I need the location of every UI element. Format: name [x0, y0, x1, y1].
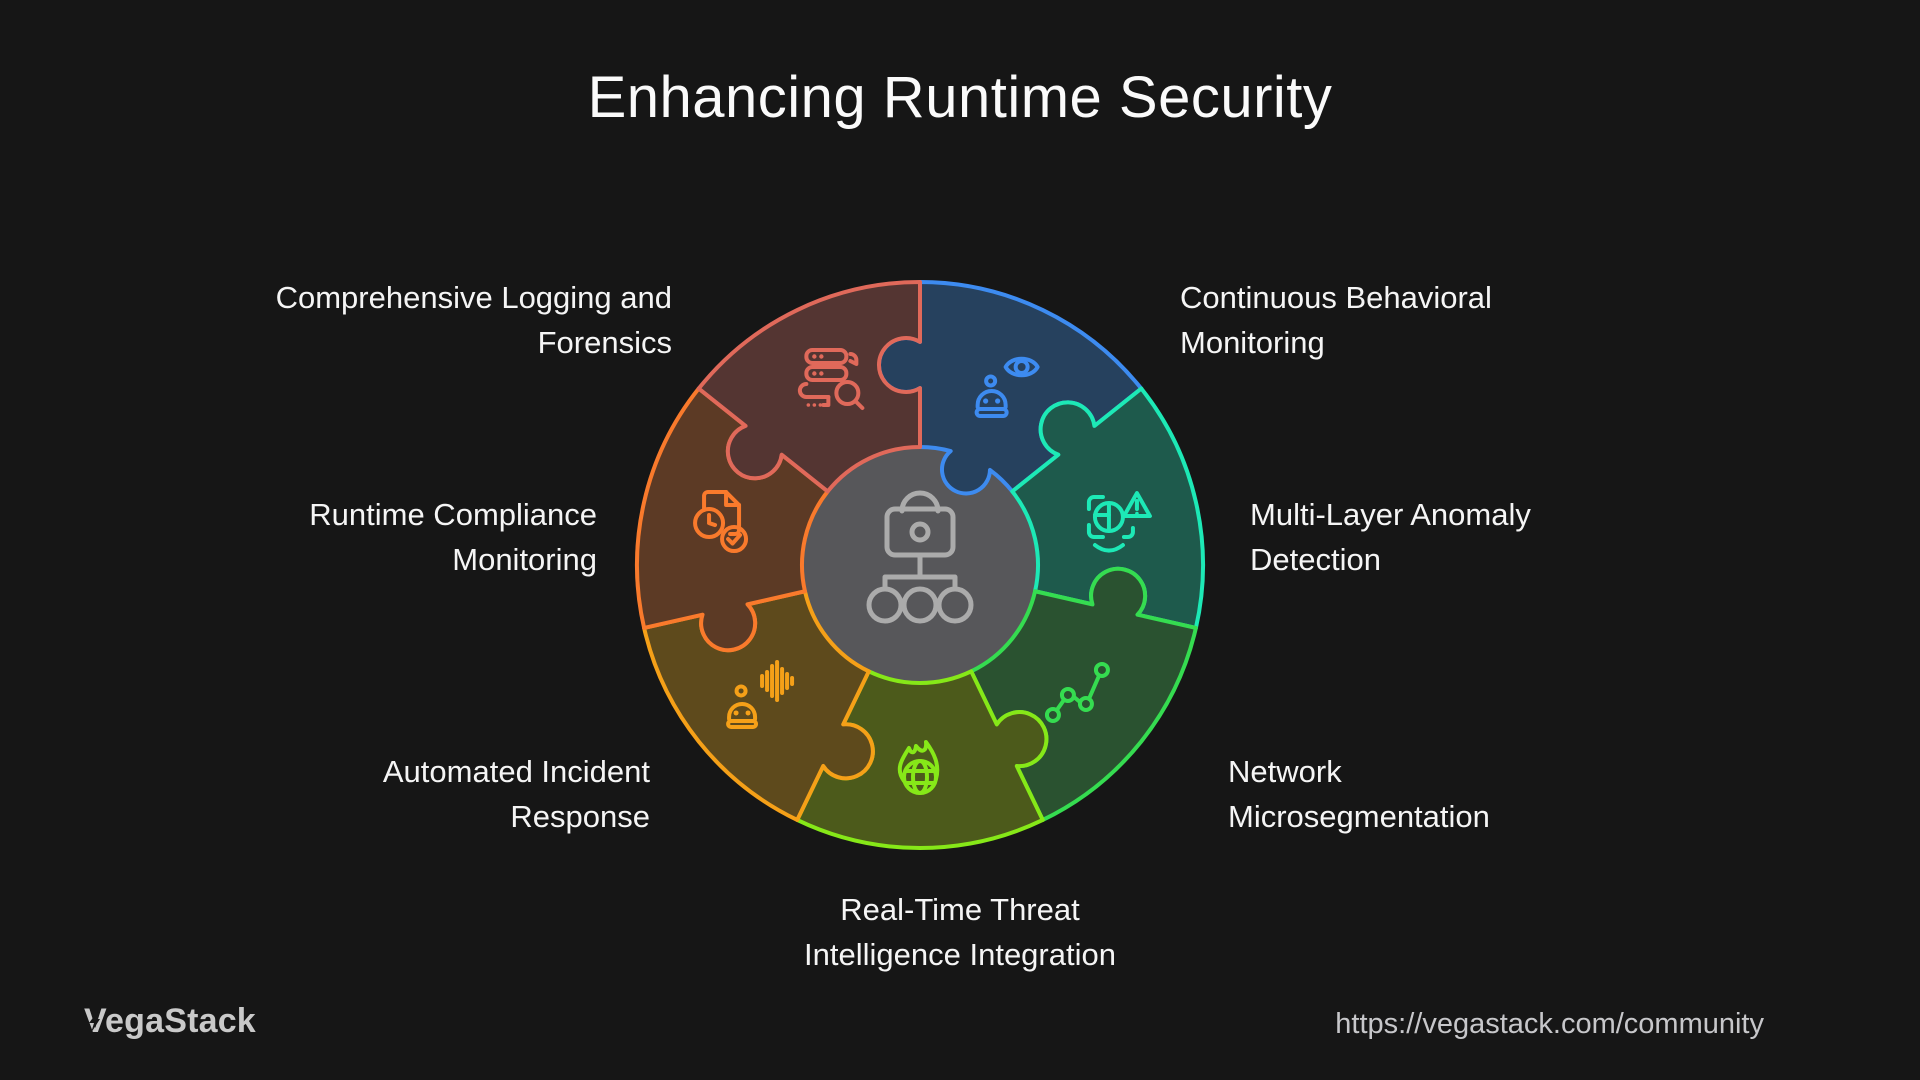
- security-puzzle-wheel: [635, 280, 1205, 850]
- page-title: Enhancing Runtime Security: [587, 65, 1333, 130]
- label-line: Continuous Behavioral: [1180, 280, 1492, 315]
- community-url: https://vegastack.com/community: [1335, 1008, 1764, 1040]
- brand-logo: VegaStack: [84, 1002, 256, 1041]
- label-multilayer-anomaly: Multi-Layer Anomaly Detection: [1250, 492, 1531, 582]
- label-line: Forensics: [537, 325, 672, 360]
- label-line: Detection: [1250, 542, 1381, 577]
- label-runtime-compliance: Runtime Compliance Monitoring: [309, 492, 597, 582]
- puzzle-piece-logging: [696, 280, 922, 494]
- label-line: Monitoring: [452, 542, 597, 577]
- label-line: Runtime Compliance: [309, 497, 597, 532]
- label-line: Network: [1228, 754, 1342, 789]
- label-line: Response: [510, 799, 650, 834]
- label-line: Real-Time Threat: [840, 892, 1080, 927]
- lightning-bolt-icon: [89, 1011, 100, 1033]
- label-continuous-behavioral: Continuous Behavioral Monitoring: [1180, 275, 1492, 365]
- label-line: Automated Incident: [382, 754, 650, 789]
- puzzle-pieces: [635, 280, 1205, 850]
- brand-text: VegaStack: [84, 1002, 256, 1040]
- label-line: Multi-Layer Anomaly: [1250, 497, 1531, 532]
- label-line: Microsegmentation: [1228, 799, 1490, 834]
- label-line: Intelligence Integration: [804, 937, 1116, 972]
- label-automated-incident: Automated Incident Response: [383, 749, 650, 839]
- label-network-microsegmentation: Network Microsegmentation: [1228, 749, 1490, 839]
- label-realtime-threat: Real-Time Threat Intelligence Integratio…: [0, 887, 1920, 977]
- label-line: Comprehensive Logging and: [275, 280, 672, 315]
- label-line: Monitoring: [1180, 325, 1325, 360]
- lock-network-icon: [866, 490, 974, 624]
- label-comprehensive-logging: Comprehensive Logging and Forensics: [276, 275, 672, 365]
